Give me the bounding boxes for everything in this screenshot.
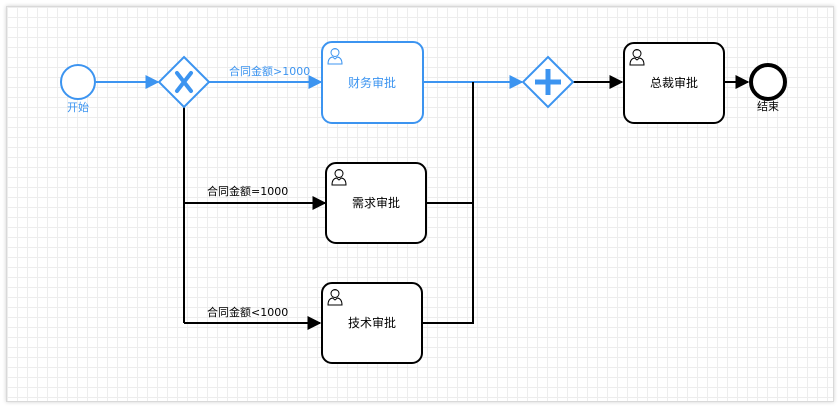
task-ceo-approval[interactable]	[623, 42, 725, 124]
exclusive-gateway[interactable]	[157, 55, 211, 109]
flow-label-gt1000: 合同金额>1000	[229, 64, 310, 78]
task-tech-approval-label: 技术审批	[348, 315, 396, 330]
end-event-label: 结束	[757, 100, 779, 113]
flow-label-lt1000: 合同金额<1000	[207, 305, 288, 319]
start-event-label: 开始	[67, 100, 89, 114]
task-tech-approval[interactable]	[321, 282, 423, 364]
flow-demand-to-parallel	[426, 82, 474, 204]
parallel-plus-icon	[535, 69, 561, 95]
flow-tech-to-parallel	[422, 203, 474, 324]
flow-label-eq1000: 合同金额=1000	[207, 184, 288, 198]
start-event[interactable]	[60, 64, 96, 100]
exclusive-x-icon	[175, 71, 193, 93]
task-ceo-approval-label: 总裁审批	[650, 75, 698, 90]
task-finance-approval-label: 财务审批	[348, 75, 396, 90]
task-finance-approval[interactable]	[321, 41, 424, 124]
task-demand-approval[interactable]	[325, 162, 427, 244]
parallel-gateway[interactable]	[521, 55, 575, 109]
task-demand-approval-label: 需求审批	[352, 195, 400, 210]
end-event[interactable]	[749, 63, 787, 101]
